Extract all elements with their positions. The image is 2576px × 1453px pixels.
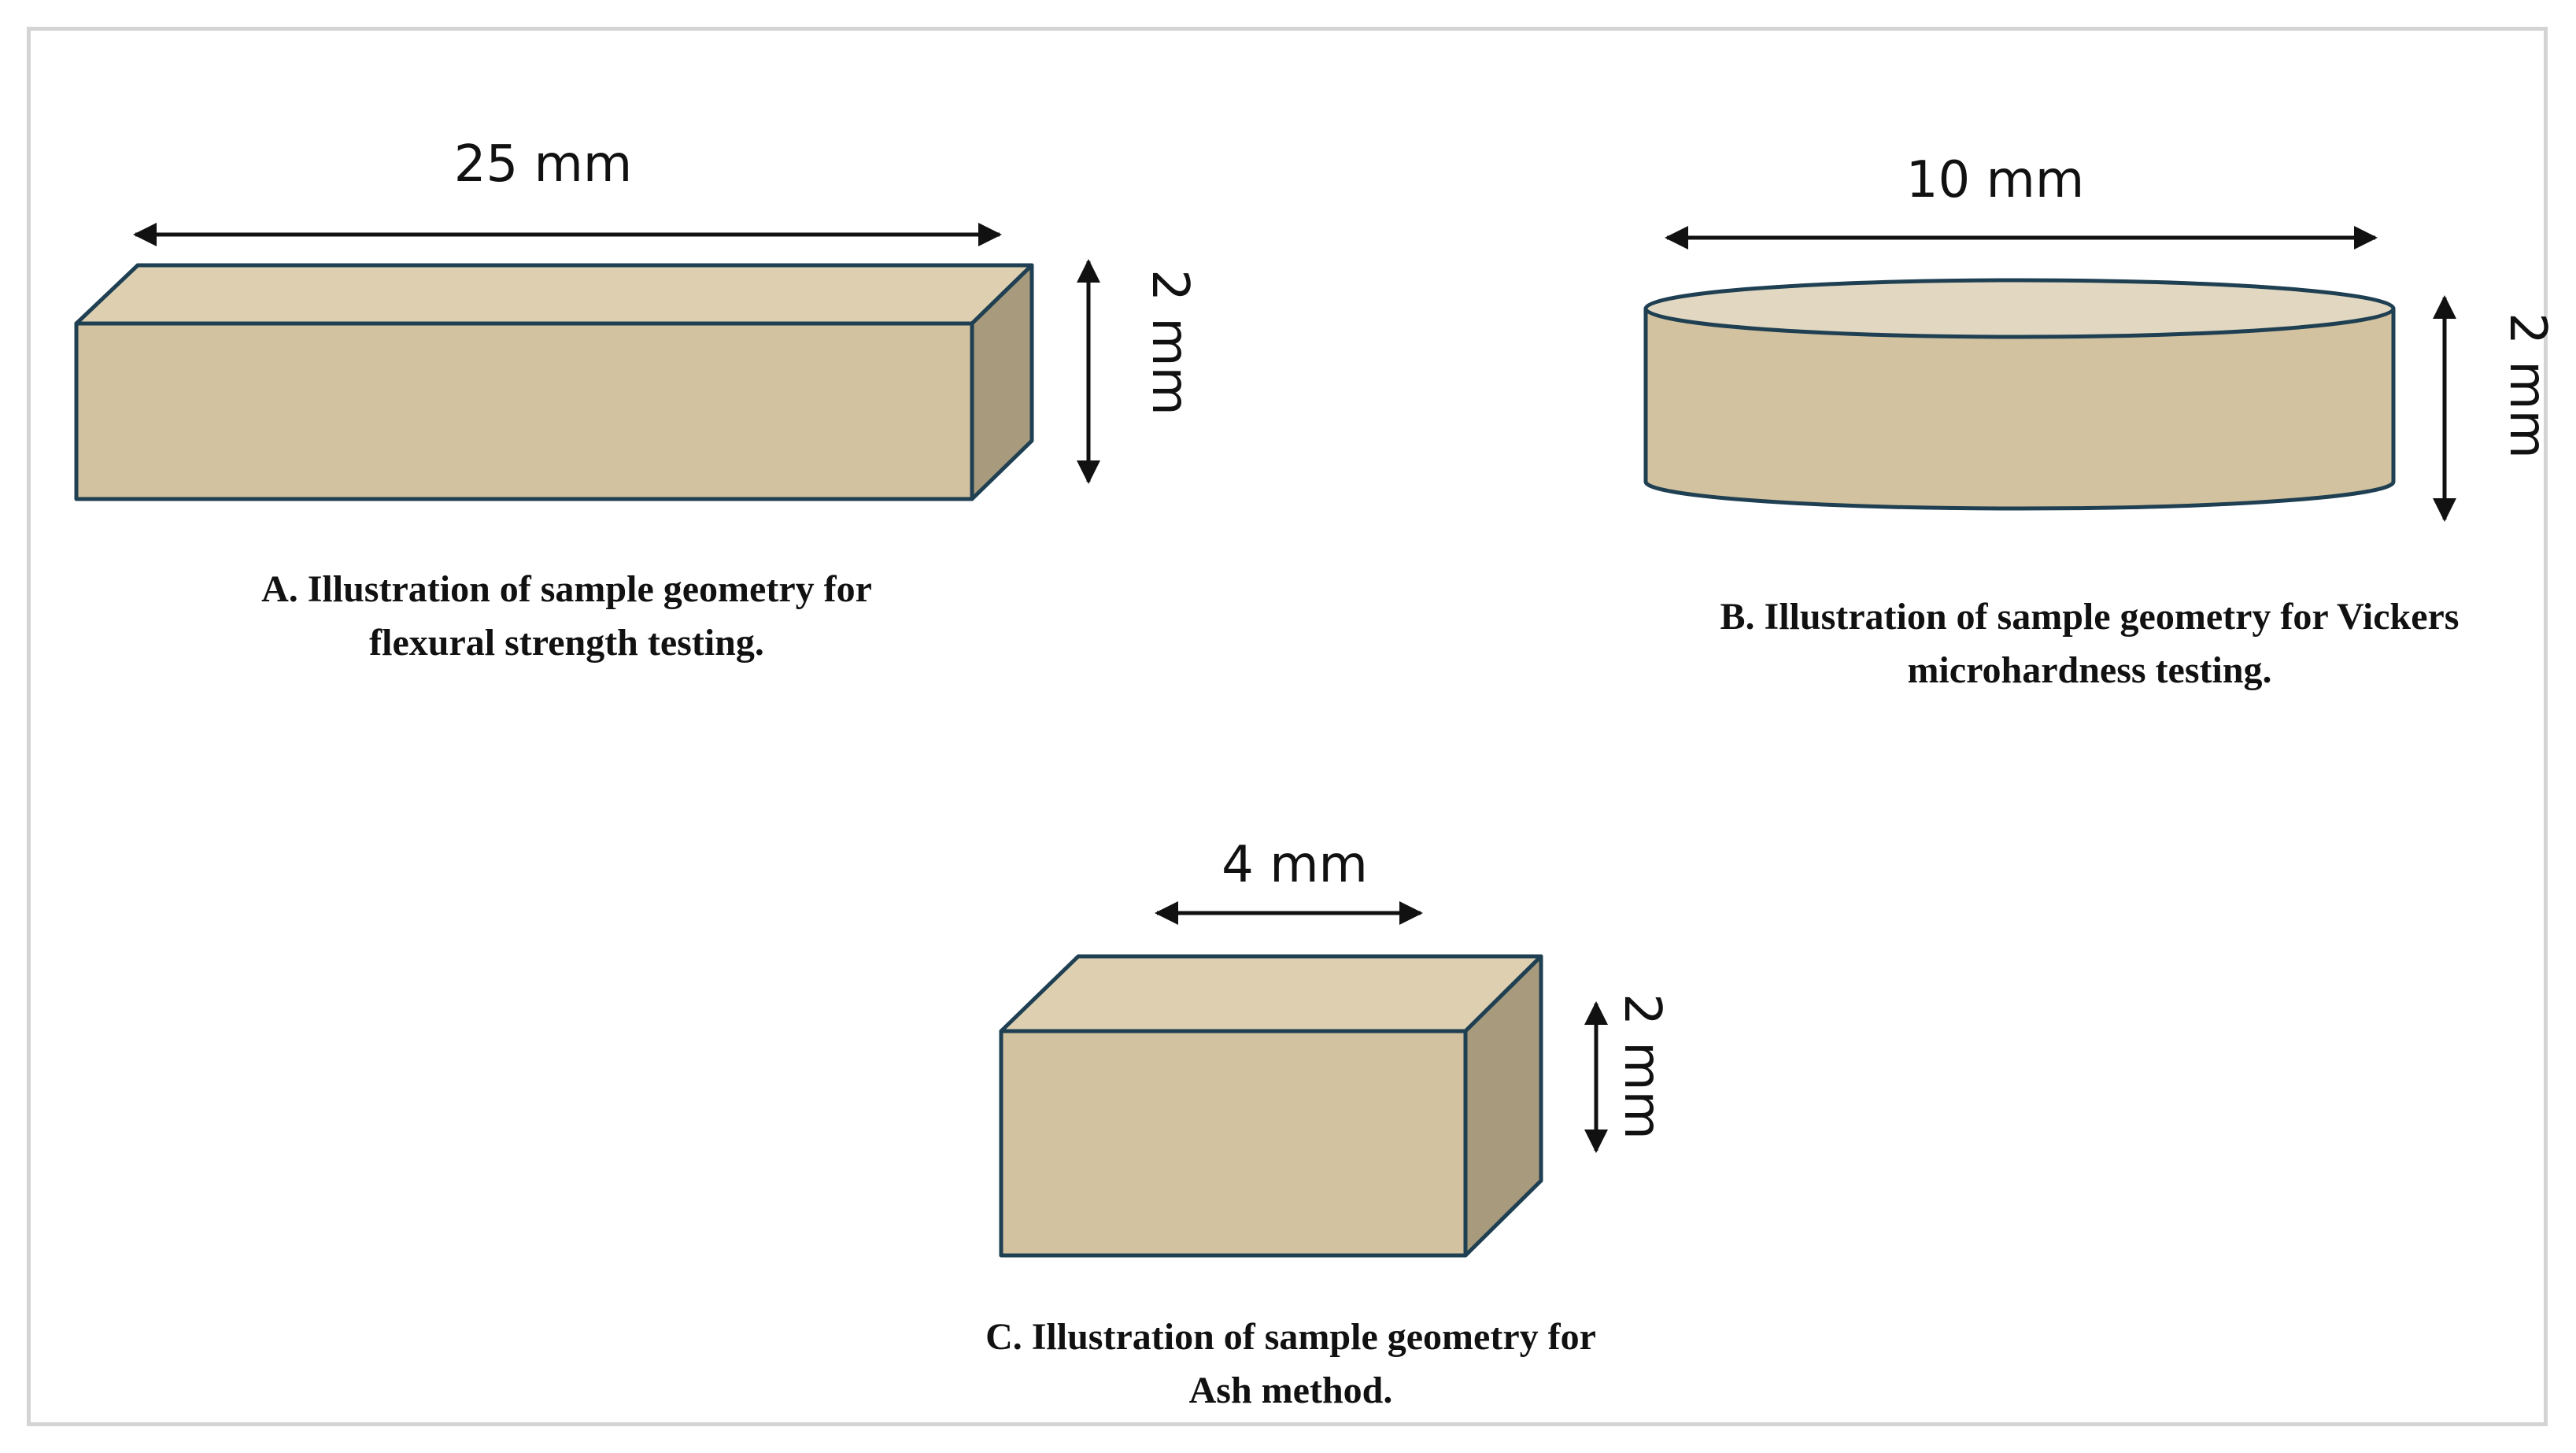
panel-b-caption: B. Illustration of sample geometry for V…	[1637, 590, 2542, 697]
bar-a-front-face	[74, 321, 974, 501]
panel-c-height-label: 2 mm	[1613, 993, 1671, 1140]
panel-c-block	[999, 954, 1543, 1258]
block-c-front-face	[999, 1029, 1468, 1258]
bar-a-top-face	[74, 263, 1034, 326]
panel-b-diameter-label: 10 mm	[1906, 151, 2084, 209]
panel-a-bar	[74, 263, 1034, 501]
panel-c-caption: C. Illustration of sample geometry for A…	[881, 1311, 1700, 1418]
panel-b-height-label: 2 mm	[2498, 312, 2556, 459]
disc-b-top-face	[1643, 278, 2396, 339]
panel-a-caption-line2: flexural strength testing.	[369, 622, 764, 664]
block-c-top-face	[999, 954, 1543, 1033]
panel-a-height-label: 2 mm	[1140, 269, 1199, 416]
disc-b-body	[1643, 306, 2396, 511]
panel-c-caption-line2: Ash method.	[1188, 1370, 1393, 1411]
panel-b-caption-line1: B. Illustration of sample geometry for V…	[1720, 596, 2460, 638]
panel-c-length-label: 4 mm	[1221, 836, 1368, 894]
panel-c-caption-line1: C. Illustration of sample geometry for	[985, 1316, 1596, 1358]
panel-b-caption-line2: microhardness testing.	[1907, 649, 2272, 691]
panel-a-caption-line1: A. Illustration of sample geometry for	[261, 568, 872, 610]
panel-a-caption: A. Illustration of sample geometry for f…	[157, 563, 976, 670]
panel-b-disc	[1643, 278, 2396, 511]
panel-a-length-label: 25 mm	[454, 135, 632, 194]
